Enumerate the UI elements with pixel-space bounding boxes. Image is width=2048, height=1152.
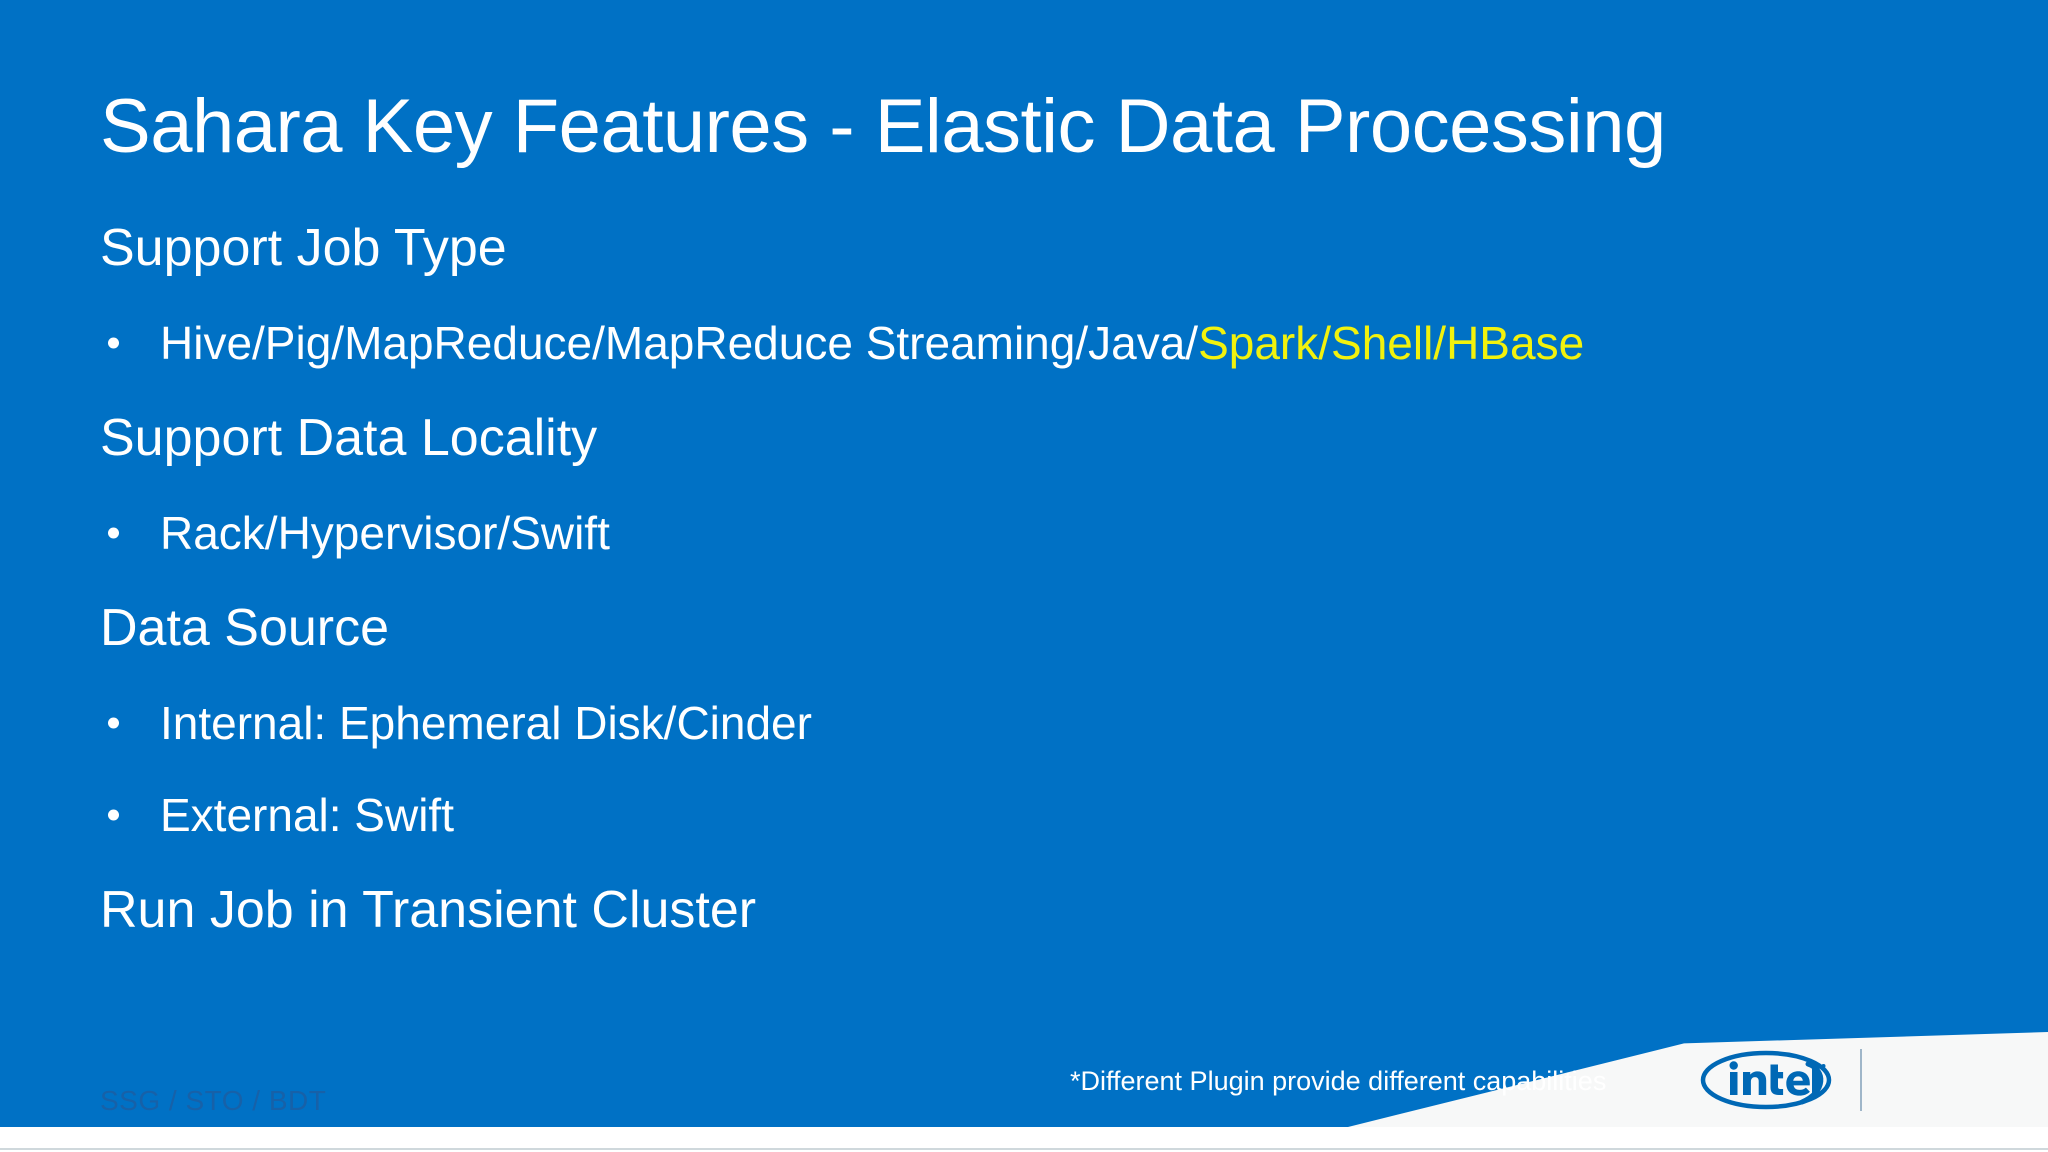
bottom-white-band (0, 1127, 2048, 1152)
footnote-text: *Different Plugin provide different capa… (1070, 1066, 1607, 1096)
page-title: Sahara Key Features - Elastic Data Proce… (100, 83, 1666, 169)
slide-body: Support Job Type Hive/Pig/MapReduce/MapR… (100, 222, 1960, 982)
bullet-dot-icon (108, 809, 119, 821)
footer-org-tag: SSG / STO / BDT (100, 1085, 327, 1116)
list-item-label: Rack/Hypervisor/Swift (160, 507, 610, 559)
slide-background (0, 0, 2048, 1127)
list-item-label: Hive/Pig/MapReduce/MapReduce Streaming/J… (160, 317, 1199, 369)
list-item-label: External: Swift (160, 789, 454, 841)
list-item: Internal: Ephemeral Disk/Cinder (100, 700, 1960, 746)
bullet-dot-icon (108, 527, 119, 539)
logo-divider (1860, 1049, 1862, 1111)
bottom-hairline-divider (0, 1148, 2048, 1150)
list-item-label-highlight: Spark/Shell/HBase (1198, 317, 1585, 369)
list-item-label: Internal: Ephemeral Disk/Cinder (160, 697, 812, 749)
intel-logo (1690, 1046, 1842, 1114)
section-heading-support-job-type: Support Job Type (100, 219, 507, 277)
section-heading-support-data-locality: Support Data Locality (100, 409, 598, 467)
bullet-dot-icon (108, 717, 119, 729)
bullet-dot-icon (108, 337, 119, 349)
section-heading-data-source: Data Source (100, 599, 390, 657)
section-heading-run-job-in-transient-cluster: Run Job in Transient Cluster (100, 881, 757, 939)
list-item: Rack/Hypervisor/Swift (100, 510, 1960, 556)
list-item: External: Swift (100, 792, 1960, 838)
list-item: Hive/Pig/MapReduce/MapReduce Streaming/J… (100, 320, 1960, 366)
